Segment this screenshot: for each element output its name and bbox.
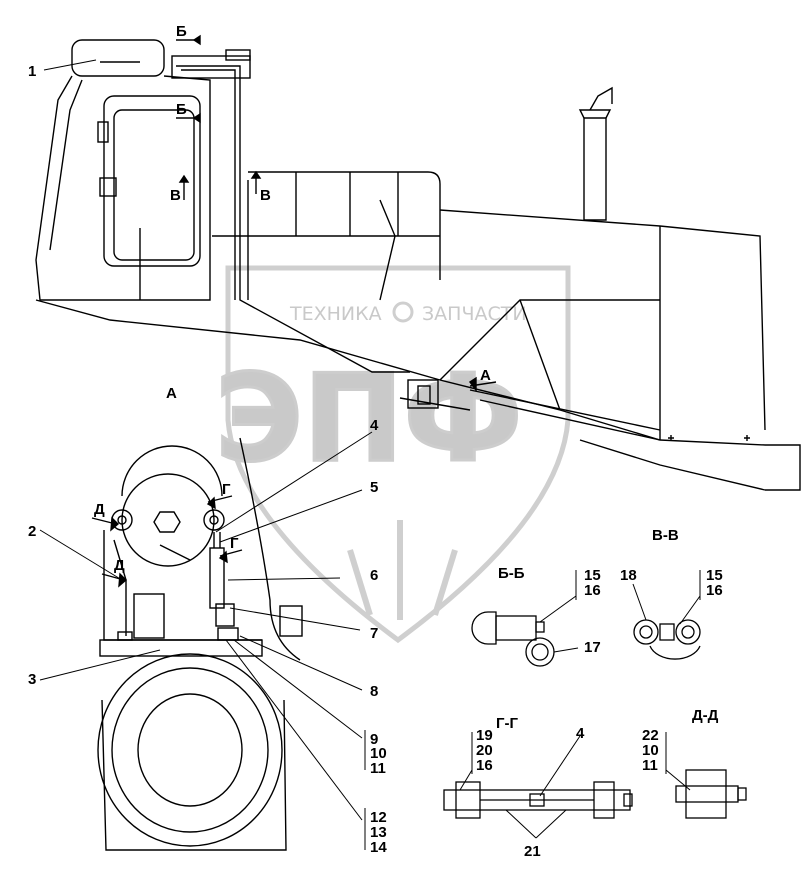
- callout-22: 22: [642, 727, 659, 744]
- callout-17: 17: [584, 639, 601, 656]
- cut-arrow-d-top: Д: [94, 501, 105, 518]
- cut-arrows: [91, 34, 497, 588]
- callout-18: 18: [620, 567, 637, 584]
- callout-15-vv: 15: [706, 567, 723, 584]
- callout-6: 6: [370, 567, 378, 584]
- callouts: 1 2 3 4 5 6 7 8 9 10 11 12 13 14 15 16 1…: [28, 63, 723, 860]
- cut-arrow-g-bottom: Г: [230, 535, 239, 552]
- section-gg-drawing: [443, 781, 633, 819]
- callout-19: 19: [476, 727, 493, 744]
- watermark-top-text: ТЕХНИКА: [289, 303, 382, 325]
- cut-arrow-d-bottom: Д: [114, 557, 125, 574]
- callout-5: 5: [370, 479, 378, 496]
- view-a-label: А: [166, 385, 177, 402]
- section-vv-title: В-В: [652, 527, 679, 544]
- callout-16-bb: 16: [584, 582, 601, 599]
- callout-15-bb: 15: [584, 567, 601, 584]
- callout-10: 10: [370, 745, 387, 762]
- watermark-wheat-icon: [347, 520, 458, 620]
- callout-21: 21: [524, 843, 541, 860]
- callout-14: 14: [370, 839, 387, 856]
- callout-1: 1: [28, 63, 36, 80]
- rotor-assembly: [97, 437, 303, 851]
- section-dd-drawing: [675, 769, 747, 819]
- callout-11: 11: [370, 760, 386, 777]
- watermark-gear-icon: [392, 301, 414, 323]
- callout-4: 4: [370, 417, 379, 434]
- callout-10-dd: 10: [642, 742, 659, 759]
- watermark: ТЕХНИКА ЗАПЧАСТИ ЭПФ: [214, 265, 571, 644]
- view-arrow-a: А: [480, 367, 491, 384]
- cut-arrow-g-top: Г: [222, 481, 231, 498]
- callout-4-gg: 4: [576, 725, 585, 742]
- cut-arrow-v-left: В: [170, 187, 181, 204]
- callout-9: 9: [370, 731, 378, 748]
- watermark-right-text: ЗАПЧАСТИ: [422, 303, 527, 325]
- callout-13: 13: [370, 824, 387, 841]
- callout-7: 7: [370, 625, 378, 642]
- callout-16-vv: 16: [706, 582, 723, 599]
- combine-view: [35, 39, 801, 491]
- watermark-shield: [225, 265, 571, 644]
- leader-lines: [39, 59, 701, 850]
- watermark-big-text: ЭПФ: [215, 350, 523, 489]
- cut-arrow-b-mid: Б: [176, 101, 187, 118]
- section-bb-drawing: [471, 611, 555, 667]
- section-dd-title: Д-Д: [692, 707, 719, 724]
- callout-20: 20: [476, 742, 493, 759]
- section-gg-title: Г-Г: [496, 715, 518, 732]
- cut-arrow-b-top: Б: [176, 23, 187, 40]
- callout-16-gg: 16: [476, 757, 493, 774]
- callout-12: 12: [370, 809, 387, 826]
- callout-8: 8: [370, 683, 378, 700]
- callout-11-dd: 11: [642, 757, 658, 774]
- cut-arrow-v-right: В: [260, 187, 271, 204]
- callout-3: 3: [28, 671, 36, 688]
- section-bb-title: Б-Б: [498, 565, 525, 582]
- cab-beacon: [71, 39, 165, 77]
- section-vv-drawing: [633, 619, 701, 660]
- callout-2: 2: [28, 523, 36, 540]
